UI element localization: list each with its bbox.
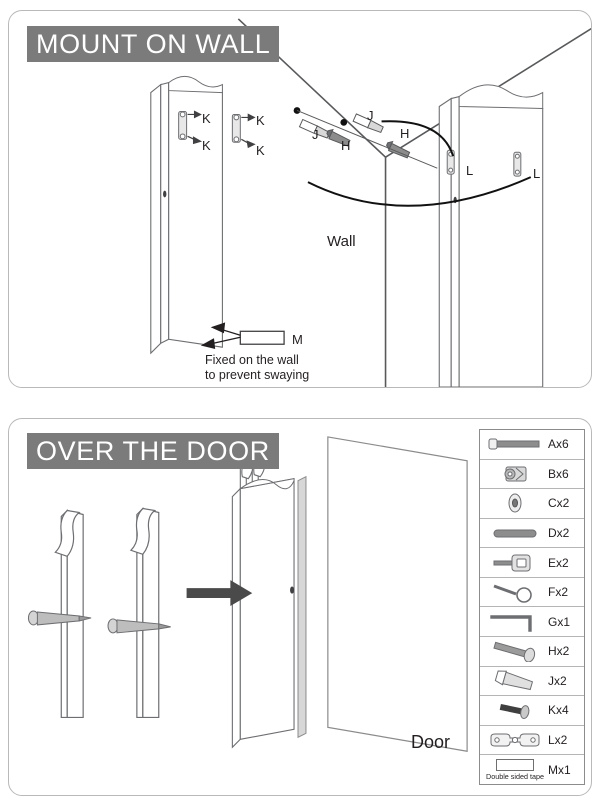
section-title-mount-on-wall: MOUNT ON WALL (27, 26, 280, 62)
part-row: Fx2 (480, 578, 584, 608)
part-code: Fx2 (548, 585, 569, 600)
tape-icon: Double sided tape (484, 755, 546, 784)
tape-rectangle (496, 758, 534, 771)
part-code: Dx2 (548, 526, 570, 541)
callout-m: M (292, 332, 303, 347)
callout-h-2: H (400, 126, 410, 141)
panel-over-the-door: OVER THE DOOR (8, 418, 592, 796)
part-code: Kx4 (548, 703, 569, 718)
part-code: Cx2 (548, 496, 570, 511)
part-code: Lx2 (548, 733, 568, 748)
tape-piece (239, 330, 285, 345)
part-row: Cx2 (480, 489, 584, 519)
section-title-over-the-door: OVER THE DOOR (27, 433, 279, 469)
tape-arrows (200, 322, 241, 350)
swaying-note-line2: to prevent swaying (205, 368, 310, 382)
callout-j-2: J (367, 108, 374, 123)
door-edge-strip (297, 475, 307, 739)
key-lock-icon (484, 548, 546, 577)
wall-hole-right (340, 119, 348, 126)
bolt-icon (484, 430, 546, 459)
callout-l-1: L (466, 163, 474, 178)
mount-on-wall-illustration (150, 18, 591, 387)
wall-cabinet-break-line (458, 84, 544, 109)
insertion-guide-lines (296, 110, 438, 169)
part-code: Ax6 (548, 437, 569, 452)
part-row: Dx2 (480, 519, 584, 549)
part-code: Ex2 (548, 555, 569, 570)
callout-k-3: K (256, 113, 265, 128)
part-row: Hx2 (480, 637, 584, 667)
door-label: Door (411, 732, 451, 752)
part-row: Double sided tape Mx1 (480, 755, 584, 784)
callout-h-1: H (341, 138, 351, 153)
part-code: Mx1 (548, 762, 571, 777)
over-door-hook-right (129, 507, 160, 719)
part-code: Bx6 (548, 466, 569, 481)
hook-screw-right (107, 618, 171, 634)
panel-mount-on-wall: MOUNT ON WALL (8, 10, 592, 388)
cabinet-knob (163, 190, 167, 198)
callout-k-2: K (202, 138, 211, 153)
wall-cabinet-body (438, 95, 544, 387)
key-icon (484, 578, 546, 607)
allen-key-icon (484, 607, 546, 636)
bracket-plate-icon (484, 726, 546, 755)
door-cabinet-break-line (240, 478, 295, 490)
parts-list: Ax6 Bx6 (479, 429, 585, 785)
short-screw-icon (484, 696, 546, 725)
part-code: Hx2 (548, 644, 570, 659)
callout-j-1: J (312, 127, 319, 142)
washer-icon (484, 489, 546, 518)
mount-direction-arrow (186, 580, 253, 607)
wall-label: Wall (327, 233, 356, 250)
cabinet-break-line (168, 75, 223, 94)
dowel-icon (484, 519, 546, 548)
part-row: Jx2 (480, 667, 584, 697)
door-cabinet-knob (290, 586, 295, 594)
callout-k-1: K (202, 111, 211, 126)
part-row: Ex2 (480, 548, 584, 578)
hinge-plate-group (178, 110, 241, 143)
part-code: Jx2 (548, 673, 567, 688)
door-panel (327, 436, 468, 752)
wall-anchor-icon (484, 667, 546, 696)
callout-k-4: K (256, 143, 265, 158)
part-row: Gx1 (480, 607, 584, 638)
part-row: Kx4 (480, 696, 584, 726)
part-row: Bx6 (480, 460, 584, 490)
door-cabinet-body (231, 457, 295, 749)
wood-screw-icon (484, 637, 546, 666)
over-the-door-illustration (27, 436, 468, 752)
part-row: Ax6 (480, 430, 584, 460)
tape-caption: Double sided tape (486, 771, 544, 781)
part-row: Lx2 (480, 726, 584, 756)
swaying-note-line1: Fixed on the wall (205, 353, 299, 367)
over-door-hook-left (54, 509, 84, 719)
part-code: Gx1 (548, 614, 571, 629)
hook-screw-left (27, 610, 92, 626)
k-screw-arrows (187, 110, 256, 149)
callout-l-2: L (533, 166, 541, 181)
cam-lock-icon (484, 460, 546, 489)
leader-curves (307, 120, 532, 207)
